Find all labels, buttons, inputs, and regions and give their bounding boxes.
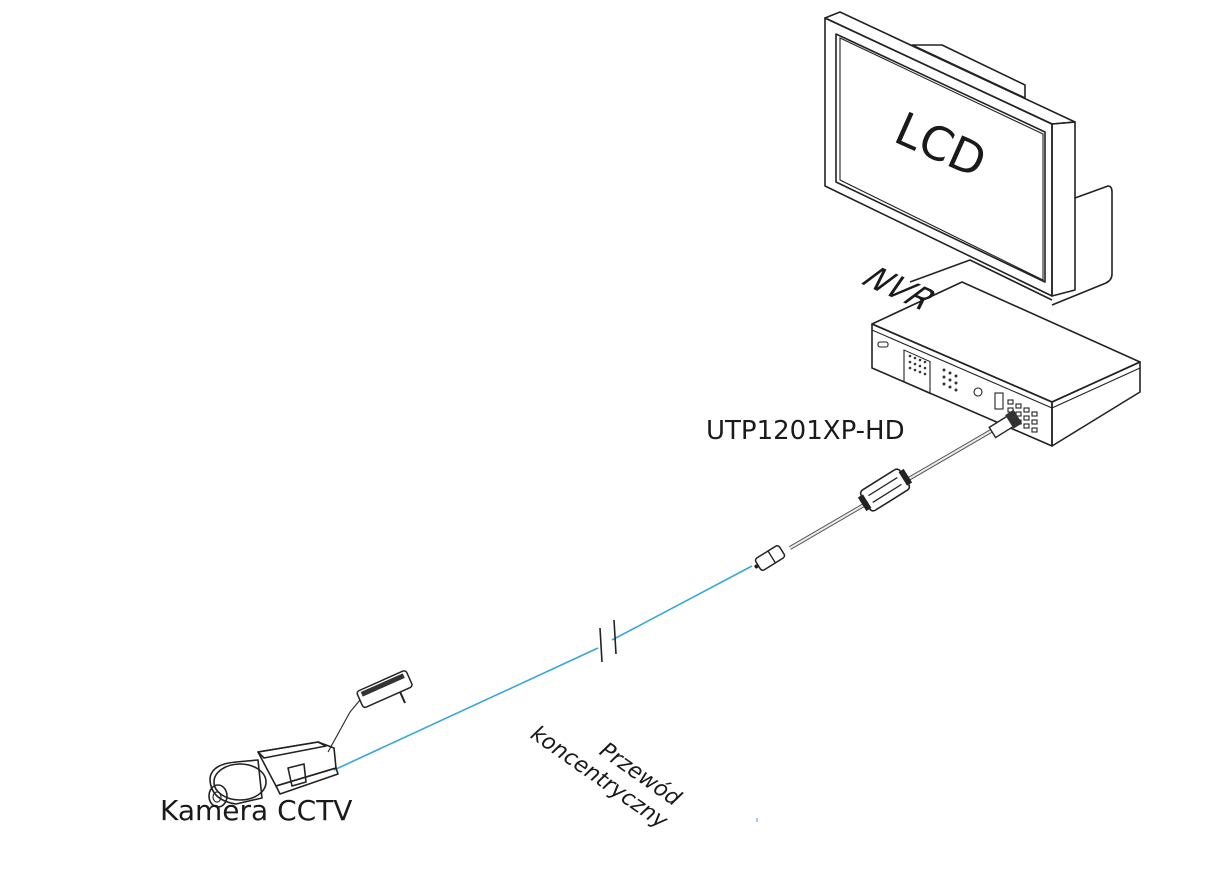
bnc-connector <box>754 545 786 571</box>
cable-break-mark <box>599 627 603 663</box>
monitor-stand <box>1051 185 1113 306</box>
nvr-label: NVR <box>855 260 945 317</box>
nvr-buttons <box>908 354 958 392</box>
utp-balun <box>754 409 1023 571</box>
cctv-camera <box>208 670 413 808</box>
ferrite-core <box>857 468 913 512</box>
nvr-keypad <box>903 349 931 395</box>
nvr-side <box>1051 361 1141 447</box>
camera-label: Kamera CCTV <box>160 794 353 827</box>
lcd-monitor: LCD <box>824 11 1113 306</box>
balun-label: UTP1201XP-HD <box>706 416 905 446</box>
coaxial-cable <box>333 565 758 822</box>
power-adapter <box>356 670 413 709</box>
monitor-screen-label: LCD <box>887 101 994 188</box>
monitor-screen <box>835 33 1046 283</box>
